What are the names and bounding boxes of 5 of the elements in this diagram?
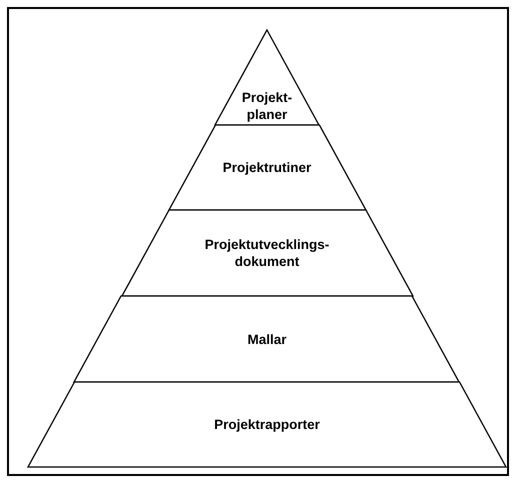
layer-label: Projektrutiner [222,159,312,176]
layer-label: Mallar [246,330,288,348]
layer-label: Projektutvecklings-dokument [204,236,330,270]
layer-label: Projekt-planer [240,89,294,123]
layer-label: Projektrapporter [213,416,321,433]
